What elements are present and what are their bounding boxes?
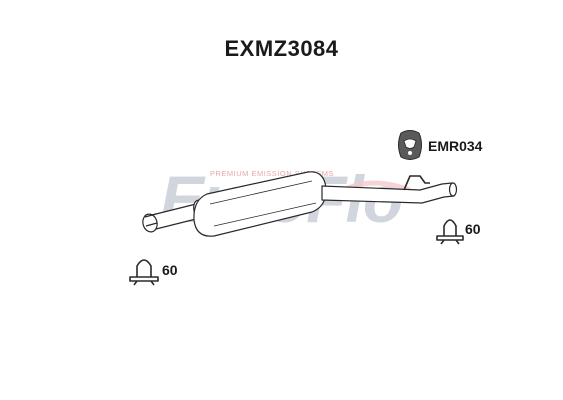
silencer-seam-lower <box>213 202 317 227</box>
inlet-end <box>142 213 158 233</box>
rubber-mount-icon <box>398 130 422 160</box>
silencer-seam <box>209 180 313 205</box>
inlet-slots <box>144 213 158 227</box>
hanger-bracket <box>403 175 430 191</box>
clamp-left-size: 60 <box>162 262 178 278</box>
clamp-right-size: 60 <box>465 221 481 237</box>
centre-silencer-assembly <box>142 171 458 237</box>
part-number-title: EXMZ3084 <box>224 36 339 61</box>
silencer-body <box>193 171 327 237</box>
u-clamp-icon-right <box>436 219 464 245</box>
watermark-tagline: PREMIUM EMISSION SYSTEMS <box>210 169 334 178</box>
outlet-end <box>448 182 458 197</box>
u-clamp-icon-left <box>129 259 159 286</box>
mounting-part-code: EMR034 <box>428 138 483 154</box>
